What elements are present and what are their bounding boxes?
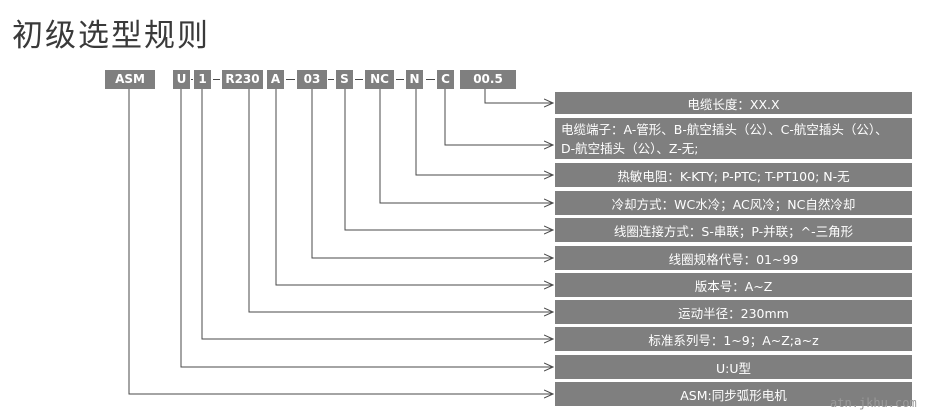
watermark: atn.jkhu.com bbox=[830, 396, 917, 410]
code-segment-coil-spec: 03 bbox=[297, 70, 327, 89]
connector-line bbox=[311, 89, 553, 258]
page-title: 初级选型规则 bbox=[12, 18, 210, 54]
separator-dash bbox=[328, 79, 334, 80]
connector-line bbox=[248, 89, 553, 312]
connector-line bbox=[379, 89, 553, 203]
desc-series: ASM:同步弧形电机 bbox=[555, 382, 912, 406]
desc-coil-spec: 线圈规格代号：01~99 bbox=[555, 246, 912, 270]
desc-thermistor: 热敏电阻：K-KTY; P-PTC; T-PT100; N-无 bbox=[555, 163, 912, 187]
connector-line bbox=[415, 89, 553, 175]
code-segment-thermistor: N bbox=[406, 70, 423, 89]
desc-version: 版本号：A~Z bbox=[555, 273, 912, 297]
desc-cable-length: 电缆长度：XX.X bbox=[555, 92, 912, 114]
code-segment-radius: R230 bbox=[222, 70, 263, 89]
separator-dash bbox=[286, 79, 295, 80]
connector-line bbox=[180, 89, 553, 367]
code-segment-series: ASM bbox=[105, 70, 155, 89]
desc-u-type: U:U型 bbox=[555, 355, 912, 379]
separator-dash bbox=[426, 79, 435, 80]
desc-coil-connection: 线圈连接方式：S-串联；P-并联；^-三角形 bbox=[555, 218, 912, 242]
desc-cable-terminal: 电缆端子：A-管形、B-航空插头（公）、C-航空插头（公）、 D-航空插头（公）… bbox=[555, 118, 912, 159]
separator-dash bbox=[191, 79, 193, 80]
connector-line bbox=[444, 89, 553, 145]
code-segment-terminal: C bbox=[437, 70, 454, 89]
desc-standard-series: 标准系列号：1~9；A~Z;a~z bbox=[555, 327, 912, 351]
code-segment-standard-series: 1 bbox=[194, 70, 211, 89]
desc-radius: 运动半径：230mm bbox=[555, 300, 912, 324]
separator-dash bbox=[396, 79, 404, 80]
code-segment-cable-length: 00.5 bbox=[460, 70, 516, 89]
separator-dash bbox=[213, 79, 220, 80]
code-segment-coil-connection: S bbox=[336, 70, 353, 89]
separator-dash bbox=[355, 79, 363, 80]
code-segment-cooling: NC bbox=[365, 70, 394, 89]
connector-line bbox=[344, 89, 553, 230]
connector-line bbox=[275, 89, 553, 285]
connector-line bbox=[201, 89, 553, 339]
connector-line bbox=[128, 89, 553, 394]
code-segment-u-type: U bbox=[173, 70, 190, 89]
code-segment-version: A bbox=[267, 70, 284, 89]
desc-cooling: 冷却方式：WC水冷；AC风冷；NC自然冷却 bbox=[555, 191, 912, 215]
connector-line bbox=[484, 89, 553, 103]
